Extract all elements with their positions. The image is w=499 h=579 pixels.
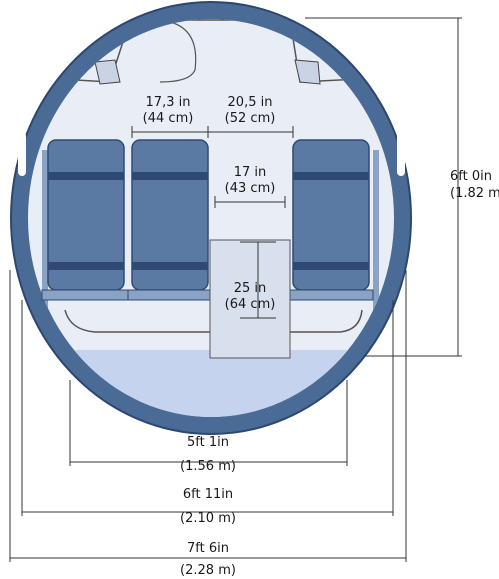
aisle-top-imperial: 17 in (234, 165, 267, 180)
seat-width-imperial: 17,3 in (146, 95, 191, 110)
window-right (397, 132, 405, 176)
floor-width-imperial: 5ft 1in (187, 435, 229, 450)
ceiling-curve (159, 21, 197, 83)
wall-panel-left (42, 150, 48, 310)
fuselage-width-imperial: 7ft 6in (187, 541, 229, 556)
double-seat-width-metric: (52 cm) (225, 111, 276, 126)
dim-line-floor-width (69, 380, 348, 466)
dim-line-aisle-floor (240, 241, 276, 319)
cabin-width-metric: (2.10 m) (180, 511, 236, 526)
seat-left-window (41, 139, 131, 301)
aisle-floor-imperial: 25 in (234, 281, 267, 296)
seat-width-metric: (44 cm) (143, 111, 194, 126)
aisle-floor-block (209, 239, 291, 359)
dim-line-fuselage-width (9, 270, 407, 562)
cabin-interior (28, 19, 394, 417)
wall-panel-right (373, 150, 379, 310)
dim-line-aisle-top (214, 196, 286, 208)
seat-rail-right (290, 309, 363, 333)
seat-rail-left (64, 309, 210, 333)
window-left (18, 132, 26, 176)
seat-right (288, 139, 374, 301)
double-seat-width-imperial: 20,5 in (228, 95, 273, 110)
aisle-floor-metric: (64 cm) (225, 297, 276, 312)
cabin-width-imperial: 6ft 11in (183, 487, 233, 502)
cabin-height-metric: (1.82 m) (450, 186, 499, 201)
fuselage-width-metric: (2.28 m) (180, 563, 236, 578)
overhead-bin-right (294, 59, 321, 85)
seat-left-aisle (127, 139, 213, 301)
floor-width-metric: (1.56 m) (180, 459, 236, 474)
dim-line-double-seat (208, 126, 294, 138)
dim-line-cabin-height (305, 17, 462, 357)
cabin-height-imperial: 6ft 0in (450, 169, 492, 184)
dim-line-cabin-width (21, 300, 394, 516)
overhead-bin-left (94, 59, 121, 85)
aisle-top-metric: (43 cm) (225, 181, 276, 196)
